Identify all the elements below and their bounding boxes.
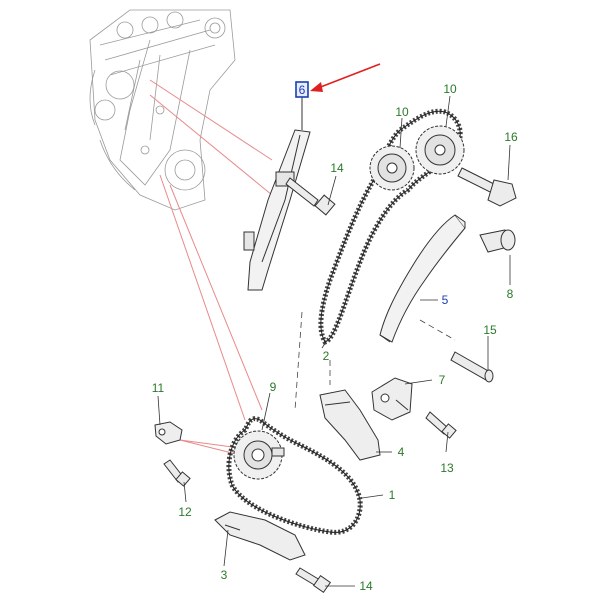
- camshaft-sprocket-right: [415, 125, 465, 175]
- alignment-lines: [294, 311, 456, 411]
- bolt-12: [163, 459, 191, 487]
- callout-14-lower: 14: [359, 579, 373, 593]
- clip-11: [154, 421, 183, 445]
- leader-lines: [149, 79, 273, 456]
- callout-7: 7: [439, 373, 446, 387]
- bolt-13: [425, 411, 457, 439]
- callout-16: 16: [504, 130, 518, 144]
- highlighted-callout-6[interactable]: 6: [295, 81, 309, 98]
- callout-9: 9: [270, 380, 277, 394]
- callout-8: 8: [507, 287, 514, 301]
- lower-tensioner: [371, 377, 413, 421]
- pin-15: [450, 351, 494, 383]
- callout-12: 12: [178, 505, 192, 519]
- upper-timing-chain: [318, 108, 463, 345]
- callout-labels: 10 10 16 14 5 8 15 2 7 9 11 4 13 1 12 3 …: [152, 82, 518, 593]
- lower-fixed-guide: [214, 511, 306, 561]
- callout-5: 5: [442, 293, 449, 307]
- callout-2: 2: [323, 349, 330, 363]
- crankshaft-sprocket: [233, 430, 285, 480]
- callout-leaders: [157, 95, 511, 587]
- lower-chain-guide: [319, 389, 381, 461]
- camshaft-sprocket-left: [369, 145, 415, 191]
- callout-6: 6: [299, 83, 306, 97]
- bolt-16: [457, 167, 517, 207]
- callout-3: 3: [221, 568, 228, 582]
- callout-13: 13: [440, 461, 454, 475]
- highlight-box: [295, 81, 309, 98]
- tensioner-rail: [379, 214, 466, 343]
- callout-1: 1: [389, 488, 396, 502]
- callout-10-left: 10: [395, 105, 409, 119]
- chain-tensioner: [479, 229, 516, 253]
- callout-14-upper: 14: [330, 161, 344, 175]
- callout-4: 4: [398, 445, 405, 459]
- engine-overview-sketch: [89, 9, 236, 211]
- lower-timing-chain: [226, 416, 363, 535]
- bolt-14-lower: [295, 567, 332, 594]
- chain-guide-upper: [243, 96, 311, 291]
- callout-11: 11: [152, 381, 165, 395]
- callout-10-right: 10: [443, 82, 457, 96]
- bolt-14-upper: [285, 177, 336, 216]
- callout-15: 15: [483, 323, 497, 337]
- red-arrow-icon: [310, 63, 381, 92]
